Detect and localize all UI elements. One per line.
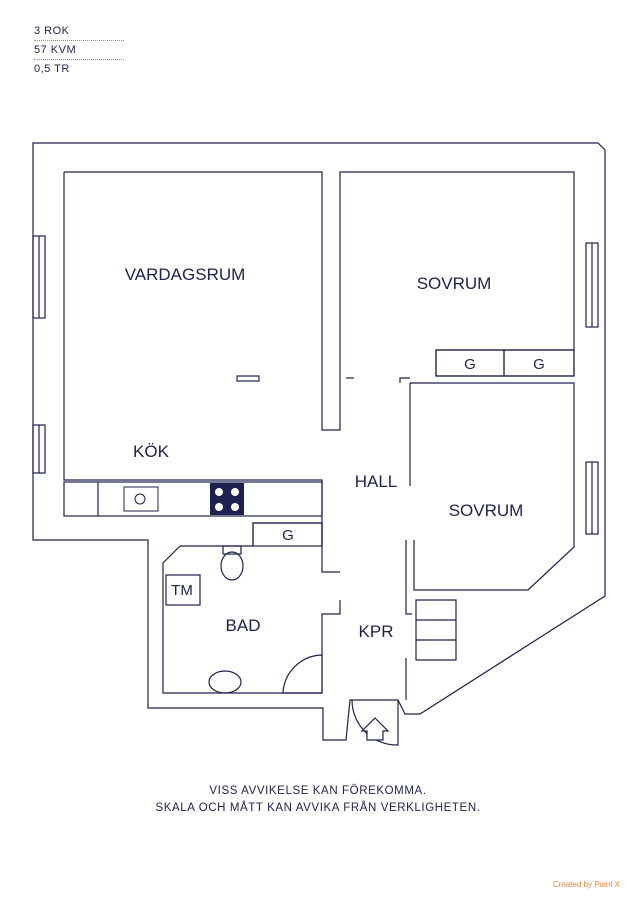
- label-bedroom2: SOVRUM: [449, 501, 524, 520]
- rooms-count: 3 ROK: [34, 22, 124, 41]
- shower: [282, 654, 323, 694]
- laundry-box: [165, 574, 201, 606]
- label-bath: BAD: [226, 616, 261, 635]
- label-kitchen: KÖK: [133, 442, 170, 461]
- kitchen-sink: [123, 486, 159, 512]
- toilet: [220, 551, 244, 581]
- floor-level: 0,5 TR: [34, 63, 70, 75]
- label-wardrobe-3: G: [282, 527, 294, 544]
- wardrobe-2: [503, 349, 575, 377]
- bath-sink: [208, 670, 242, 694]
- label-hall: HALL: [355, 472, 398, 491]
- outer-wall: [32, 142, 606, 741]
- apartment-info: 3 ROK 57 KVM 0,5 TR: [34, 22, 124, 78]
- label-wardrobe-1: G: [464, 356, 476, 373]
- stove: [210, 483, 244, 515]
- disclaimer: VISS AVVIKELSE KAN FÖREKOMMA. SKALA OCH …: [0, 783, 636, 817]
- kitchen-counter: [63, 481, 323, 517]
- living-room-wall: [64, 171, 575, 431]
- windows: [32, 235, 599, 535]
- credit-text: Created by Paint X: [552, 880, 620, 889]
- bedroom2-wall: [410, 382, 575, 591]
- label-wardrobe-2: G: [533, 356, 545, 373]
- label-laundry: TM: [171, 582, 193, 599]
- label-bedroom1: SOVRUM: [417, 274, 492, 293]
- closet-stairs: [415, 599, 457, 661]
- bathroom-wall: [180, 522, 340, 573]
- disclaimer-line1: VISS AVVIKELSE KAN FÖREKOMMA.: [209, 785, 427, 797]
- label-closet: KPR: [359, 622, 394, 641]
- area-size: 57 KVM: [34, 41, 124, 60]
- bath-wardrobe: [252, 522, 323, 547]
- entry-arrow-icon: [360, 717, 390, 741]
- disclaimer-line2: SKALA OCH MÅTT KAN AVVIKA FRÅN VERKLIGHE…: [155, 802, 481, 814]
- label-living: VARDAGSRUM: [125, 265, 246, 284]
